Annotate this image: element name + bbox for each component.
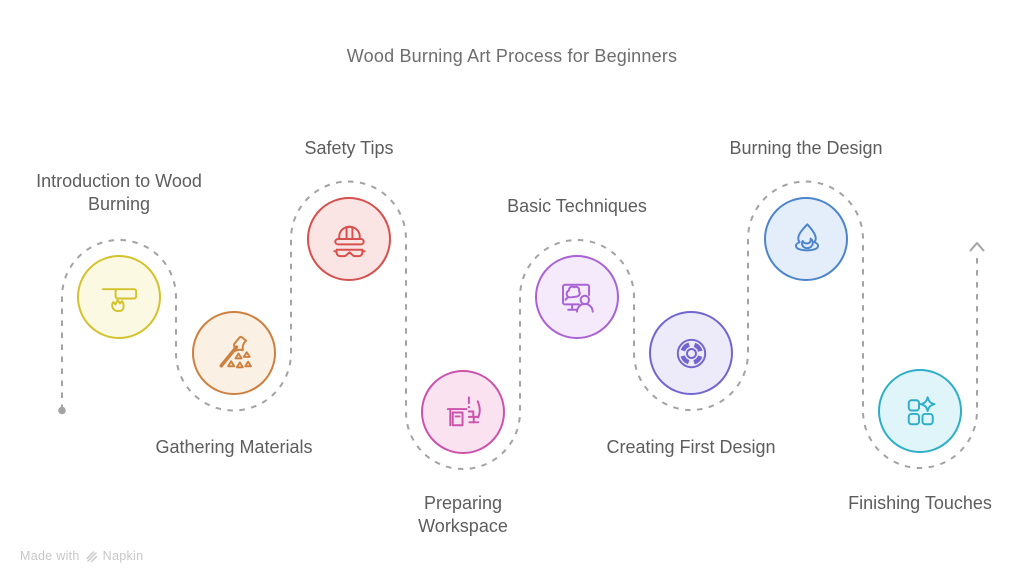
- step-label-basic-techniques: Basic Techniques: [507, 196, 647, 216]
- napkin-logo-icon: [85, 550, 97, 562]
- step-label-gathering-materials: Gathering Materials: [155, 437, 313, 457]
- step-node-finishing-touches[interactable]: [878, 369, 962, 453]
- step-node-creating-first-design[interactable]: [649, 311, 733, 395]
- step-node-introduction-to-wood-burning[interactable]: [77, 255, 161, 339]
- arrow-up-icon: [969, 242, 985, 252]
- path-start-dot: [58, 406, 66, 415]
- step-label-introduction-to-wood-burning: Introduction to Wood Burning: [36, 171, 202, 214]
- step-node-gathering-materials[interactable]: [192, 311, 276, 395]
- wood-burning-pen-icon: [101, 287, 137, 312]
- diagram-title: Wood Burning Art Process for Beginners: [346, 46, 678, 66]
- watermark-prefix: Made with: [20, 549, 80, 563]
- hard-hat-goggles-icon: [332, 225, 366, 257]
- step-label-preparing-workspace: Preparing Workspace: [418, 493, 508, 536]
- flame-icon: [794, 222, 819, 251]
- axe-wood-chips-icon: [219, 335, 252, 368]
- watermark-brand: Napkin: [102, 549, 144, 563]
- step-node-preparing-workspace[interactable]: [421, 370, 505, 454]
- step-node-basic-techniques[interactable]: [535, 255, 619, 339]
- mandala-design-icon: [676, 338, 706, 368]
- squares-sparkle-icon: [907, 395, 935, 425]
- presentation-brush-icon: [561, 283, 594, 313]
- step-node-safety-tips[interactable]: [307, 197, 391, 281]
- step-label-finishing-touches: Finishing Touches: [848, 493, 992, 513]
- made-with-napkin-watermark: Made with Napkin: [20, 549, 143, 563]
- step-label-creating-first-design: Creating First Design: [606, 437, 776, 457]
- desk-chair-icon: [446, 395, 481, 426]
- step-label-burning-the-design: Burning the Design: [729, 138, 883, 158]
- step-label-safety-tips: Safety Tips: [304, 138, 394, 158]
- step-node-burning-the-design[interactable]: [764, 197, 848, 281]
